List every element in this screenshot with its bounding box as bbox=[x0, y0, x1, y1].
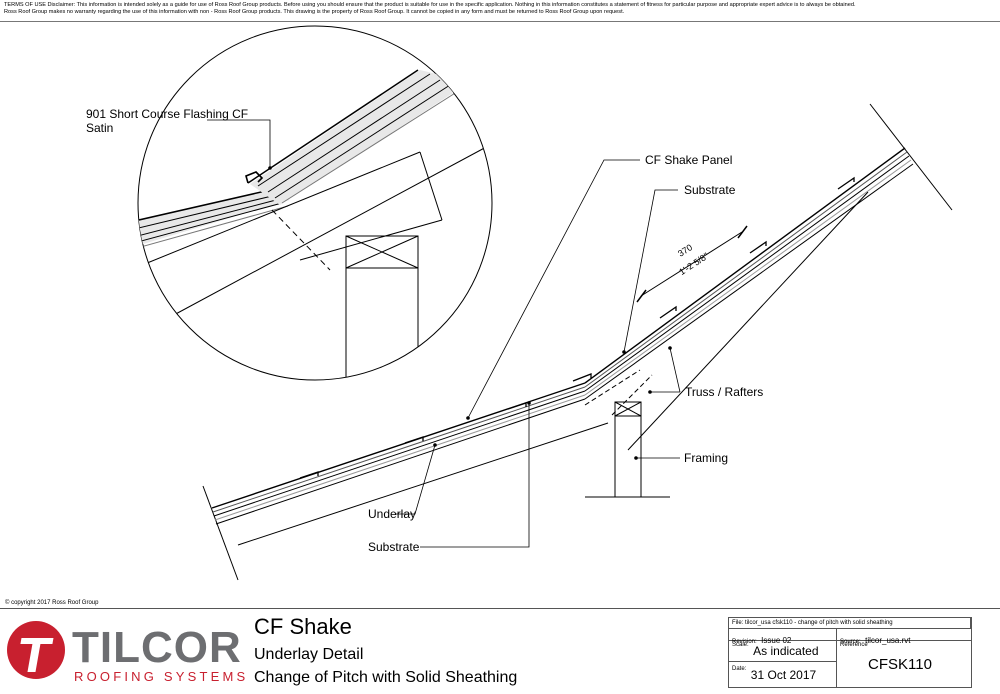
scale-cell: Scale: As indicated bbox=[729, 641, 837, 662]
revision-value: Issue 02 bbox=[761, 636, 792, 645]
footer-divider bbox=[0, 608, 1000, 609]
leader-dots bbox=[433, 346, 672, 460]
upper-rafter-line bbox=[627, 191, 869, 451]
logo-brand-text: TILCOR bbox=[72, 623, 242, 672]
flashing-label-line2: Satin bbox=[86, 121, 114, 135]
shake-panel-courses bbox=[299, 176, 855, 479]
flashing-label-line1: 901 Short Course Flashing CF bbox=[86, 107, 249, 121]
disclaimer-line-1: TERMS OF USE Disclaimer: This informatio… bbox=[4, 2, 856, 8]
cf-shake-panel-leader bbox=[467, 159, 640, 419]
upper-break-line bbox=[869, 103, 953, 211]
tilcor-logo: TILCOR ROOFING SYSTEMS bbox=[6, 618, 246, 688]
cf-shake-panel-label: CF Shake Panel bbox=[645, 153, 733, 167]
truss-rafters-label: Truss / Rafters bbox=[685, 385, 764, 399]
reference-label: Reference bbox=[840, 642, 868, 648]
scale-value: As indicated bbox=[753, 644, 819, 658]
substrate-bottom-label: Substrate bbox=[368, 540, 420, 554]
drawing-title: CF Shake bbox=[254, 614, 352, 639]
logo-sub-text: ROOFING SYSTEMS bbox=[74, 669, 246, 684]
lower-rafter-line bbox=[237, 422, 609, 546]
main-detail bbox=[202, 103, 953, 581]
substrate-top-label: Substrate bbox=[684, 183, 736, 197]
enlarged-detail-contents bbox=[138, 69, 491, 380]
hidden-rafter-dashed bbox=[584, 369, 641, 406]
flashing-hook bbox=[245, 171, 264, 184]
title-block: File: tilcor_usa cfsk110 - change of pit… bbox=[728, 617, 972, 688]
substrate-bottom-leader bbox=[420, 403, 530, 548]
flashing-label: 901 Short Course Flashing CF Satin bbox=[86, 107, 248, 135]
flashing-leader bbox=[207, 119, 271, 168]
date-cell: Date: 31 Oct 2017 bbox=[729, 662, 837, 687]
lower-break-line bbox=[202, 485, 239, 581]
date-label: Date: bbox=[732, 666, 747, 672]
revision-label: Revision: bbox=[732, 639, 757, 645]
reference-value: CFSK110 bbox=[868, 656, 932, 673]
source-value: tilcor_usa.rvt bbox=[865, 636, 911, 645]
underlay-leader bbox=[396, 444, 436, 515]
truss-leader-a bbox=[669, 347, 681, 393]
reference-cell: Reference CFSK110 bbox=[837, 641, 971, 687]
header-divider bbox=[0, 21, 1000, 22]
underlay-label: Underlay bbox=[368, 507, 417, 521]
drawing-subtitle-1: Underlay Detail bbox=[254, 646, 364, 663]
source-cell: Source: tilcor_usa.rvt bbox=[837, 629, 971, 645]
disclaimer-line-2: Ross Roof Group makes no warranty regard… bbox=[4, 9, 625, 15]
disclaimer: TERMS OF USE Disclaimer: This informatio… bbox=[4, 2, 989, 16]
source-label: Source: bbox=[840, 639, 861, 645]
dimension-mm: 370 bbox=[676, 242, 694, 259]
framing-label: Framing bbox=[684, 451, 729, 465]
file-field: File: tilcor_usa cfsk110 - change of pit… bbox=[729, 618, 971, 629]
dimension-line bbox=[640, 231, 743, 297]
substrate-top-leader bbox=[623, 189, 678, 353]
drawing-subtitle-2: Change of Pitch with Solid Sheathing bbox=[254, 669, 518, 686]
dimension-text: 370 1'-2 5/8" bbox=[676, 242, 710, 277]
top-plate bbox=[614, 401, 642, 417]
leader-lines bbox=[396, 159, 681, 548]
scale-label: Scale: bbox=[732, 642, 749, 648]
date-value: 31 Oct 2017 bbox=[750, 668, 817, 682]
copyright: © copyright 2017 Ross Roof Group bbox=[5, 600, 99, 606]
revision-cell: Revision: Issue 02 bbox=[729, 629, 837, 645]
upper-pitch-layers bbox=[584, 147, 914, 400]
